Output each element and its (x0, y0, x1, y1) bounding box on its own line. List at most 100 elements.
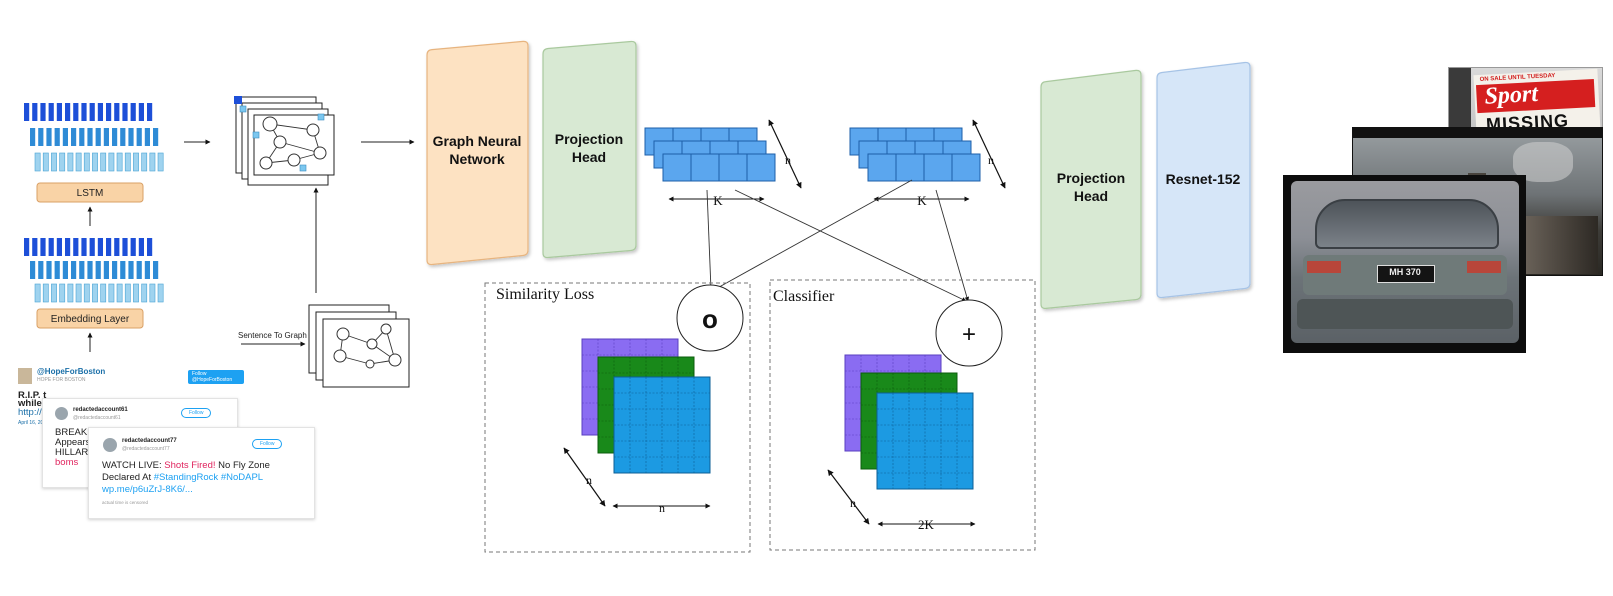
token-bar (141, 152, 148, 172)
n-label-right: n (988, 153, 994, 167)
token-bar (34, 152, 41, 172)
follow-button[interactable]: Follow (181, 408, 212, 418)
token-bar (130, 238, 136, 256)
token-bar (38, 128, 44, 146)
token-bar (59, 283, 66, 303)
embedding-cell (690, 153, 720, 182)
token-bar (112, 261, 118, 279)
n-dimension-left: n (768, 119, 802, 189)
token-bar (112, 128, 118, 146)
token-bar (65, 238, 71, 256)
token-bar (92, 283, 98, 303)
token-bar (138, 238, 144, 256)
token-bar (67, 283, 74, 303)
connector-arrows (706, 179, 970, 302)
similarity-loss-panel: Similarity Loss o n n (484, 282, 751, 553)
gnn-label-line2: Network (449, 151, 504, 167)
embedding-cell (662, 153, 692, 182)
tweet-handle: redactedaccount61 (73, 407, 128, 413)
tweet-link[interactable]: wp.me/p6uZrJ-8K6/... (102, 484, 193, 495)
token-bar (138, 103, 144, 121)
tweet-subhandle: @redactedaccount77 (122, 446, 170, 452)
token-bar (71, 128, 77, 146)
token-bar (103, 128, 109, 146)
token-bar (89, 103, 95, 121)
token-bar (120, 128, 126, 146)
token-bar (51, 283, 57, 303)
token-bar (95, 128, 101, 146)
token-bar (147, 238, 153, 256)
token-bar (120, 261, 126, 279)
token-bar (65, 103, 71, 121)
token-bar (46, 261, 52, 279)
token-bar (67, 152, 74, 172)
tweet-name: HOPE FOR BOSTON (37, 377, 86, 383)
k-dimension-right: K (873, 193, 970, 208)
tweet-link[interactable]: http://t.c (18, 407, 52, 418)
lstm-box (36, 182, 144, 203)
cls-2k-label: 2K (918, 517, 935, 532)
car-photo: MH 370 (1283, 175, 1526, 353)
token-bar (106, 103, 112, 121)
sim-n-diag-label: n (586, 473, 592, 487)
graph-stack-bottom (308, 304, 410, 388)
k-dimension-left: K (668, 193, 765, 208)
token-bar (97, 103, 103, 121)
tweet-handle: @HopeForBoston (37, 367, 106, 376)
token-bar (136, 261, 142, 279)
token-bar (73, 103, 79, 121)
tweet-subhandle: @redactedaccount61 (73, 415, 121, 421)
token-bar (48, 238, 54, 256)
token-bar (92, 152, 98, 172)
hadamard-symbol: o (702, 304, 718, 334)
follow-button-label: Follow @HopeForBoston (192, 371, 233, 383)
token-bar (89, 238, 95, 256)
projection-head-image-line2: Head (1074, 188, 1108, 204)
token-bar (56, 238, 62, 256)
tweet-text-line1: WATCH LIVE: Shots Fired! No Fly Zone (102, 460, 270, 472)
tweet-handle: redactedaccount77 (122, 438, 177, 444)
token-bar (62, 128, 68, 146)
tweet-text-line3: HILLARY (55, 447, 95, 458)
classifier-panel: Classifier + n 2K (769, 279, 1036, 551)
token-bar (103, 261, 109, 279)
tweet-text-line2: while r (18, 398, 49, 409)
token-bar (51, 152, 57, 172)
token-bar (38, 261, 44, 279)
token-bar (149, 283, 156, 303)
tweet-hashtags[interactable]: #StandingRock #NoDAPL (153, 472, 264, 483)
token-bar (133, 283, 139, 303)
token-bar (133, 152, 139, 172)
follow-button-label: Follow (189, 410, 204, 416)
token-bar (141, 283, 148, 303)
token-bar (116, 283, 123, 303)
token-bar (81, 238, 87, 256)
tweet-text-1b: Shots Fired! (164, 460, 216, 471)
text-encoder: LSTM Embedding Layer (24, 103, 211, 352)
token-bar (30, 128, 36, 146)
similarity-loss-title: Similarity Loss (496, 286, 594, 303)
token-bar (83, 152, 90, 172)
token-bar (95, 261, 101, 279)
token-bar (42, 152, 49, 172)
token-bar (59, 152, 66, 172)
token-bar (48, 103, 54, 121)
token-bar (24, 103, 30, 121)
token-bar (83, 283, 90, 303)
newspaper-title: Sport (1483, 80, 1539, 110)
concat-symbol: + (962, 321, 976, 348)
token-bar (75, 152, 82, 172)
follow-button[interactable]: Follow @HopeForBoston (188, 370, 244, 384)
token-bar (100, 152, 107, 172)
token-bar (157, 152, 164, 172)
token-bar (157, 283, 164, 303)
avatar (55, 407, 68, 420)
tweet-text-1c: No Fly Zone (215, 460, 270, 471)
embedding-output-bars (24, 238, 164, 303)
follow-button[interactable]: Follow (252, 439, 283, 449)
tweet-text-line2: Declared At #StandingRock #NoDAPL (102, 472, 263, 484)
token-bar (128, 261, 134, 279)
tweet-text-1a: WATCH LIVE: (102, 460, 165, 471)
sentence-to-graph-label: Sentence To Graph (238, 331, 307, 340)
avatar (103, 438, 117, 452)
